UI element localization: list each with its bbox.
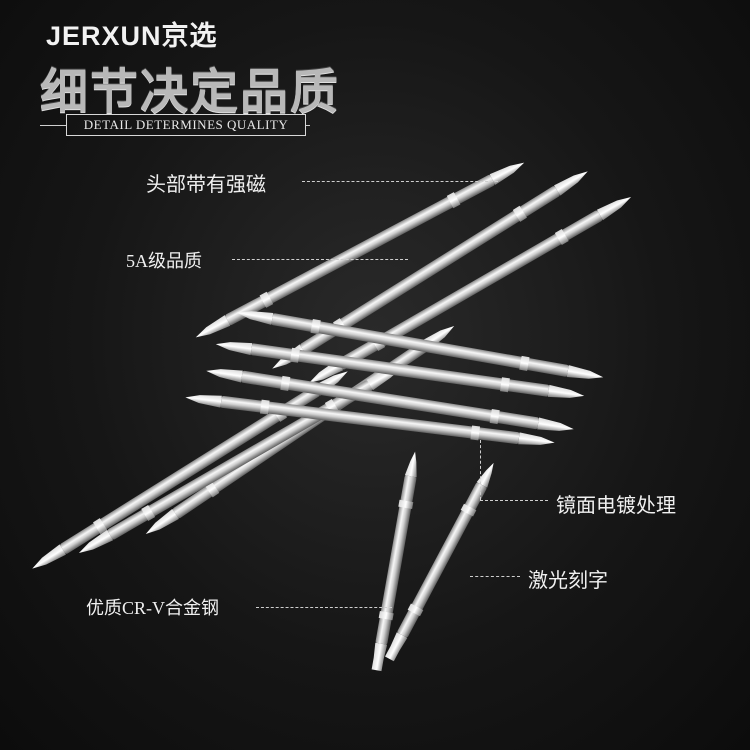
- callout-laser-engraving: 激光刻字: [528, 568, 608, 592]
- callout-grade: 5A级品质: [126, 251, 202, 271]
- page-title: 细节决定品质: [40, 64, 341, 120]
- subtitle-frame: DETAIL DETERMINES QUALITY: [66, 114, 306, 136]
- subtitle-rule-left: [40, 125, 66, 126]
- callout-crv-steel-line: [256, 607, 392, 608]
- brand-logo: JERXUN京选: [46, 21, 218, 51]
- callout-mirror-plating: 镜面电镀处理: [556, 493, 676, 517]
- page-subtitle: DETAIL DETERMINES QUALITY: [83, 117, 289, 132]
- callout-magnetic-tip-line: [302, 181, 498, 182]
- callout-laser-line: [470, 576, 520, 577]
- callout-mirror-vline: [480, 440, 481, 500]
- callout-magnetic-tip: 头部带有强磁: [146, 172, 266, 196]
- callout-grade-line: [232, 259, 408, 260]
- callout-mirror-line: [480, 500, 548, 501]
- subtitle-rule-right: [306, 125, 310, 126]
- callout-crv-steel: 优质CR-V合金钢: [86, 598, 220, 618]
